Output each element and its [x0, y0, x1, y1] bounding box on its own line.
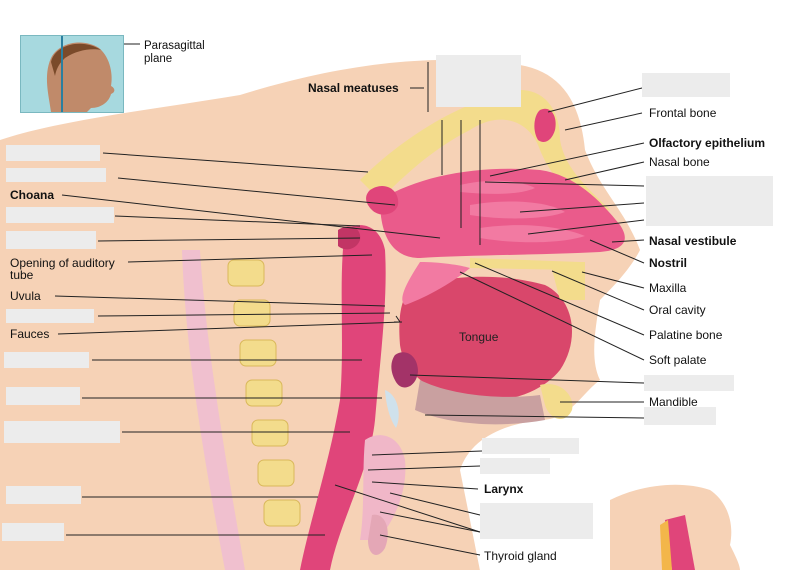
label-nostril: Nostril — [649, 256, 688, 270]
leader-lines — [54, 43, 645, 556]
spinal-cord — [182, 250, 245, 570]
maxilla-bone — [550, 262, 585, 300]
tongue-mass — [399, 276, 572, 402]
label-mandible: Mandible — [649, 395, 698, 409]
label-nasal-vestibule: Nasal vestibule — [649, 234, 737, 248]
blank-left-6 — [4, 352, 89, 368]
middle-concha — [470, 201, 565, 219]
label-maxilla: Maxilla — [649, 281, 687, 295]
label-olfactory-epithelium: Olfactory epithelium — [649, 136, 766, 150]
blank-left-1 — [6, 145, 100, 161]
label-uvula: Uvula — [10, 289, 41, 303]
epiglottis — [385, 390, 399, 428]
blank-top-right — [642, 73, 730, 97]
label-nasal-meatuses: Nasal meatuses — [308, 81, 399, 95]
mandible-bone — [540, 384, 573, 420]
mini-airway — [665, 515, 695, 570]
cervical-vertebrae — [227, 259, 301, 527]
blank-bottom-2 — [480, 458, 550, 474]
blank-left-3 — [6, 207, 114, 223]
blank-right-low-2 — [644, 407, 716, 425]
blank-left-10 — [2, 523, 64, 541]
label-frontal-bone: Frontal bone — [649, 106, 717, 120]
fauces-pointer — [394, 315, 401, 323]
blank-left-4 — [6, 231, 96, 249]
label-opening-auditory-tube: Opening of auditory tube — [10, 256, 115, 282]
label-fauces: Fauces — [10, 327, 50, 341]
label-palatine-bone: Palatine bone — [649, 328, 723, 342]
sphenoid-sinus — [366, 185, 399, 215]
blank-right-mid — [646, 176, 773, 226]
inset-head-icon — [46, 36, 115, 112]
blank-left-7 — [6, 387, 80, 405]
tongue-muscle — [415, 380, 545, 425]
thyroid-gland-shape — [368, 514, 388, 555]
blank-bottom-1 — [482, 438, 579, 454]
blank-left-5 — [6, 309, 94, 323]
soft-palate — [402, 262, 470, 305]
label-oral-cavity: Oral cavity — [649, 303, 706, 317]
blank-left-9 — [6, 486, 81, 504]
superior-concha — [460, 180, 535, 194]
blank-bottom-3 — [480, 503, 593, 539]
blank-nasal-meatuses — [436, 55, 521, 107]
label-tongue: Tongue — [459, 330, 499, 344]
label-larynx: Larynx — [484, 482, 524, 496]
label-thyroid-gland: Thyroid gland — [484, 549, 557, 563]
frontal-sinus — [534, 108, 556, 142]
parasagittal-plane-label: Parasagittal plane — [144, 40, 205, 65]
mini-bone — [660, 520, 672, 570]
label-soft-palate: Soft palate — [649, 353, 707, 367]
larynx-structure — [360, 435, 406, 540]
parasagittal-inset — [20, 35, 124, 113]
blank-right-low-1 — [644, 375, 734, 391]
blank-left-2 — [6, 168, 106, 182]
label-choana: Choana — [10, 188, 55, 202]
blank-left-8 — [4, 421, 120, 443]
label-nasal-bone: Nasal bone — [649, 155, 710, 169]
lingual-tonsil — [391, 352, 418, 388]
